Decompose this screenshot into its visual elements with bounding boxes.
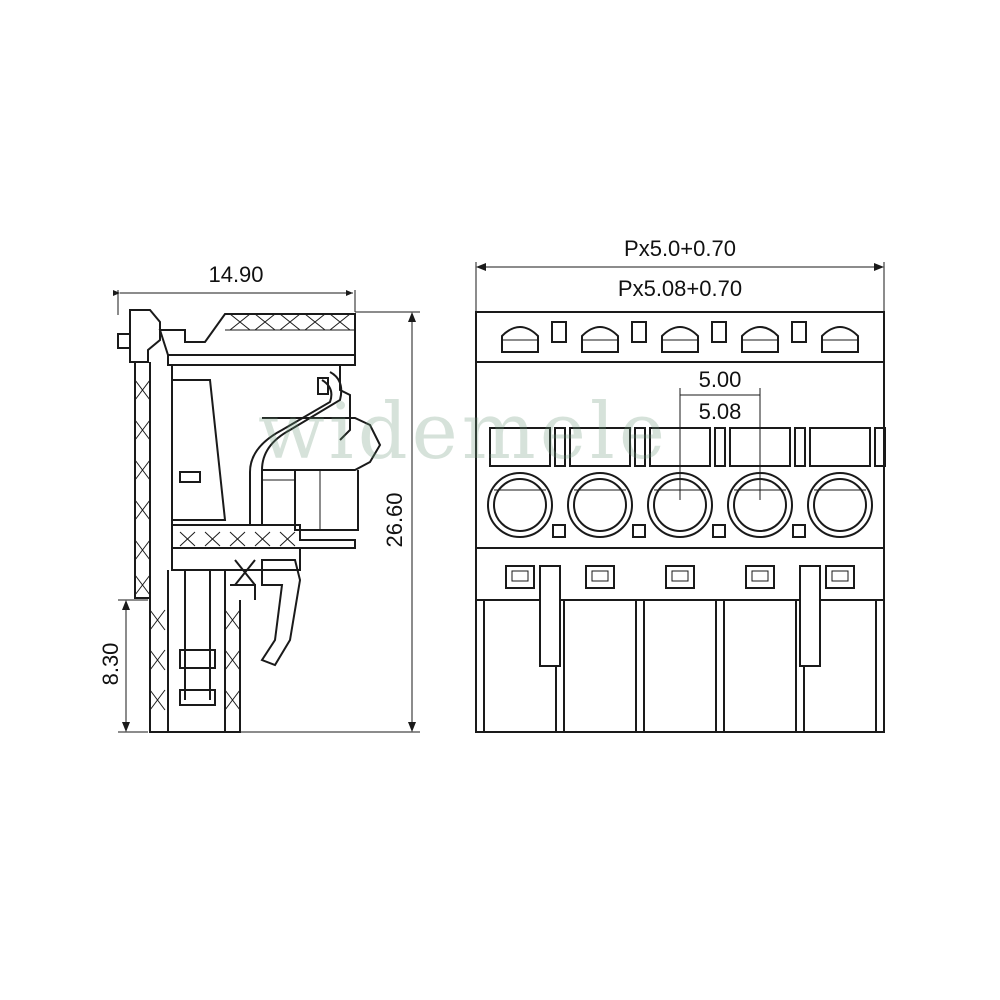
height-dimension-label: 26.60: [382, 492, 407, 547]
slot-divider: [634, 427, 646, 467]
screw-cavity: [171, 365, 227, 530]
mid-frame-hatch: [179, 531, 296, 547]
wire-entry: [262, 417, 382, 471]
lower-wall-hatch: [149, 609, 166, 711]
bottom-square: [712, 524, 726, 538]
latch-top: [129, 309, 161, 363]
mid-frame: [171, 524, 356, 549]
width-dimension-label: 14.90: [208, 262, 263, 287]
watermark-logo: widemele: [258, 387, 669, 477]
wire-entry-circle: [567, 472, 633, 538]
indicator-dome: [501, 326, 539, 353]
polarizing-key-right: [799, 565, 821, 667]
slot-divider: [714, 427, 726, 467]
latch-notch: [117, 333, 131, 349]
top-square: [711, 321, 727, 343]
spring-contact-outer: [261, 371, 343, 525]
lower-arrow-bottom: [122, 722, 130, 732]
release-slot: [569, 427, 631, 467]
spring-clip: [317, 377, 329, 395]
lower-arrow-top: [122, 600, 130, 610]
slot-divider: [794, 427, 806, 467]
pin-socket: [825, 565, 855, 589]
polarizing-key-left: [539, 565, 561, 667]
pitch-label-1: 5.00: [699, 367, 742, 392]
top-square: [551, 321, 567, 343]
height-arrow-top: [408, 312, 416, 322]
left-wall-hatch: [134, 379, 151, 596]
slot-divider: [554, 427, 566, 467]
release-slot: [809, 427, 871, 467]
pin-socket-inner: [591, 570, 609, 582]
pin-collar: [179, 649, 216, 669]
wire-entry-inner-circle: [573, 478, 627, 532]
bottom-square: [552, 524, 566, 538]
indicator-dome: [581, 326, 619, 353]
indicator-dome: [741, 326, 779, 353]
front-view: Px5.0+0.70 Px5.08+0.70 5.00 5.08: [475, 236, 886, 733]
wire-entry-inner-circle: [493, 478, 547, 532]
top-frame-hatch: [229, 313, 351, 331]
slot-divider: [874, 427, 886, 467]
pin-socket: [505, 565, 535, 589]
bottom-square: [632, 524, 646, 538]
pin-socket-inner: [831, 570, 849, 582]
overall-width-label-2: Px5.08+0.70: [618, 276, 742, 301]
latch-hook: [260, 559, 302, 667]
lower-dimension-label: 8.30: [98, 643, 123, 686]
top-frame: [158, 313, 356, 356]
pin-socket: [585, 565, 615, 589]
pin-socket: [665, 565, 695, 589]
pin-socket-inner: [511, 570, 529, 582]
pin-housing: [167, 570, 241, 733]
side-view: 14.90 26.60 8.30: [98, 262, 420, 733]
wire-entry-circle: [807, 472, 873, 538]
wire-entry-circle: [487, 472, 553, 538]
small-tab: [179, 471, 201, 483]
indicator-dome: [821, 326, 859, 353]
right-pin-hatch: [224, 609, 241, 711]
lower-body: [475, 547, 885, 733]
pin-body: [184, 570, 211, 700]
release-slot: [489, 427, 551, 467]
contact-positions: [476, 321, 886, 732]
indicator-dome: [661, 326, 699, 353]
wire-entry-inner-circle: [813, 478, 867, 532]
bottom-square: [792, 524, 806, 538]
latch-cross: [230, 559, 256, 600]
lower-block: [171, 548, 301, 571]
pin-base: [179, 689, 216, 706]
cavity-top-plate: [167, 354, 356, 366]
front-arrow-left: [476, 263, 486, 271]
pin-socket: [745, 565, 775, 589]
pin-socket-inner: [671, 570, 689, 582]
height-arrow-bottom: [408, 722, 416, 732]
overall-width-label-1: Px5.0+0.70: [624, 236, 736, 261]
pitch-label-2: 5.08: [699, 399, 742, 424]
wire-clamp-block: [294, 470, 359, 531]
front-arrow-right: [874, 263, 884, 271]
pin-socket-inner: [751, 570, 769, 582]
top-square: [631, 321, 647, 343]
top-square: [791, 321, 807, 343]
